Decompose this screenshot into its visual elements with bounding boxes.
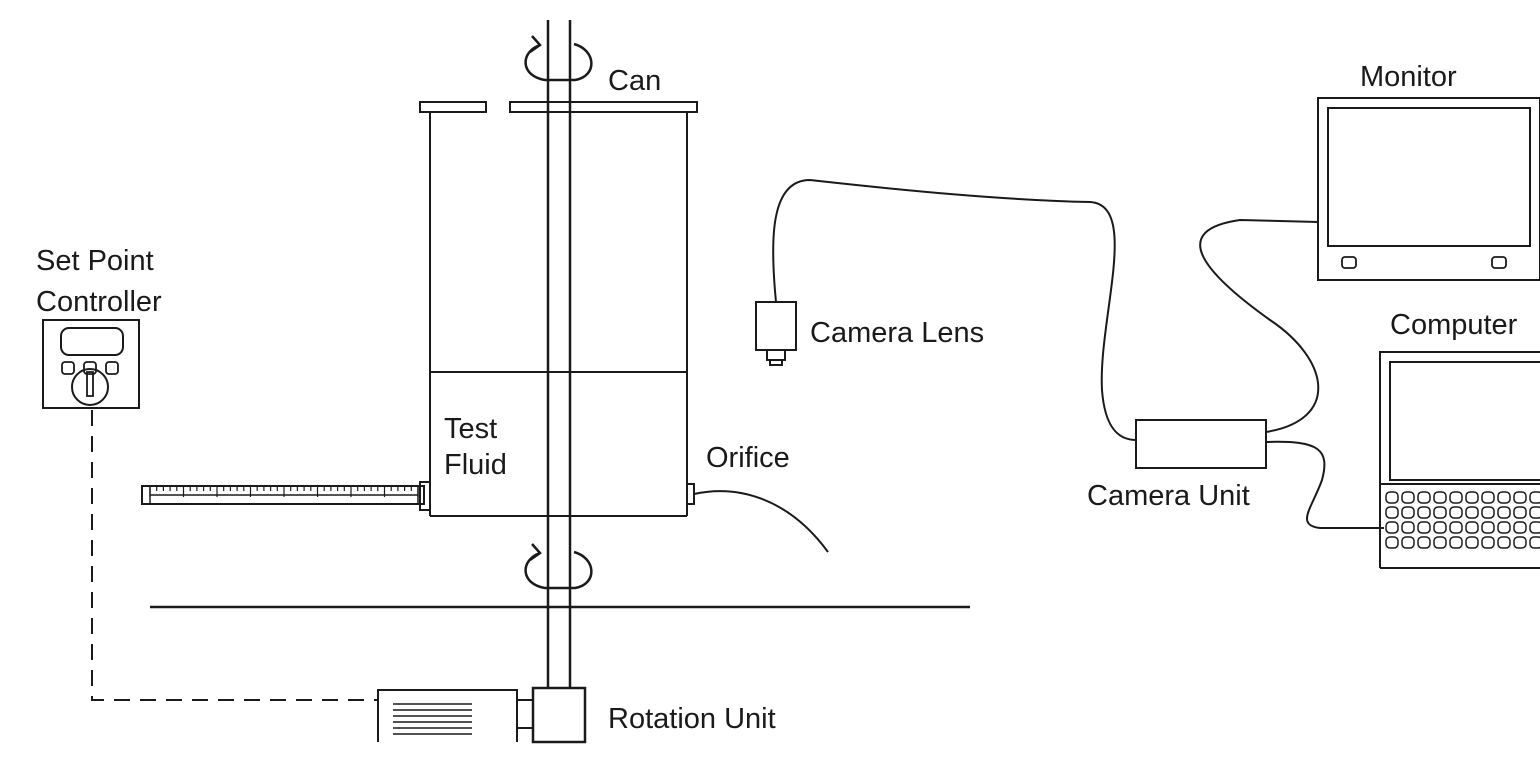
- keyboard-key: [1449, 521, 1463, 534]
- keyboard-key: [1481, 536, 1495, 549]
- keyboard-key: [1417, 521, 1431, 534]
- lens-cable: [772, 178, 1137, 441]
- can-label: Can: [608, 65, 661, 97]
- keyboard-key: [1385, 536, 1399, 549]
- orifice: [686, 483, 829, 553]
- keyboard-key: [1465, 521, 1479, 534]
- rotation-unit: [377, 686, 587, 744]
- monitor: [1317, 97, 1540, 281]
- rotation-arrow-top-icon: [524, 35, 593, 82]
- set-point-label-line2: Controller: [36, 286, 162, 318]
- monitor-label: Monitor: [1360, 61, 1457, 93]
- keyboard-key: [1513, 521, 1527, 534]
- orifice-label: Orifice: [706, 442, 790, 474]
- rotation-unit-label: Rotation Unit: [608, 703, 776, 735]
- controller-knob-icon: [71, 368, 109, 406]
- keyboard-key: [1513, 491, 1527, 504]
- keyboard-key: [1529, 491, 1540, 504]
- can: [419, 101, 698, 517]
- keyboard-key: [1465, 506, 1479, 519]
- rotation-arrow-bottom-icon: [524, 543, 593, 590]
- graduated-tube: [141, 481, 431, 511]
- keyboard-key: [1449, 536, 1463, 549]
- keyboard-key: [1401, 506, 1415, 519]
- keyboard-key: [1465, 536, 1479, 549]
- keyboard-key: [1433, 506, 1447, 519]
- keyboard-key: [1417, 536, 1431, 549]
- keyboard-key: [1529, 536, 1540, 549]
- test-fluid-label-line1: Test: [444, 413, 497, 445]
- keyboard-key: [1401, 536, 1415, 549]
- rotating-shaft: [546, 20, 572, 688]
- computer-cable: [1265, 440, 1384, 529]
- control-signal-line: [91, 410, 378, 701]
- keyboard-key: [1513, 536, 1527, 549]
- keyboard-key: [1433, 521, 1447, 534]
- computer-keyboard: [1385, 491, 1540, 549]
- camera-unit-label: Camera Unit: [1087, 480, 1250, 512]
- keyboard-key: [1529, 521, 1540, 534]
- keyboard-key: [1481, 491, 1495, 504]
- computer: [1379, 351, 1540, 569]
- keyboard-key: [1481, 521, 1495, 534]
- camera-lens: [755, 301, 797, 366]
- keyboard-key: [1401, 491, 1415, 504]
- keyboard-key: [1529, 506, 1540, 519]
- computer-label: Computer: [1390, 309, 1518, 341]
- set-point-label-line1: Set Point: [36, 245, 154, 277]
- keyboard-key: [1449, 506, 1463, 519]
- keyboard-key: [1417, 491, 1431, 504]
- keyboard-key: [1401, 521, 1415, 534]
- keyboard-key: [1465, 491, 1479, 504]
- keyboard-key: [1385, 506, 1399, 519]
- keyboard-key: [1497, 521, 1511, 534]
- keyboard-key: [1433, 491, 1447, 504]
- set-point-controller: [42, 319, 140, 409]
- keyboard-key: [1417, 506, 1431, 519]
- camera-lens-label: Camera Lens: [810, 317, 984, 349]
- ruler-ticks: [149, 486, 419, 497]
- keyboard-key: [1497, 536, 1511, 549]
- keyboard-key: [1497, 491, 1511, 504]
- test-fluid-label-line2: Fluid: [444, 449, 507, 481]
- keyboard-key: [1385, 521, 1399, 534]
- keyboard-key: [1481, 506, 1495, 519]
- keyboard-key: [1385, 491, 1399, 504]
- monitor-cable: [1199, 218, 1320, 433]
- keyboard-key: [1449, 491, 1463, 504]
- camera-unit: [1135, 419, 1267, 469]
- keyboard-key: [1513, 506, 1527, 519]
- keyboard-key: [1497, 506, 1511, 519]
- keyboard-key: [1433, 536, 1447, 549]
